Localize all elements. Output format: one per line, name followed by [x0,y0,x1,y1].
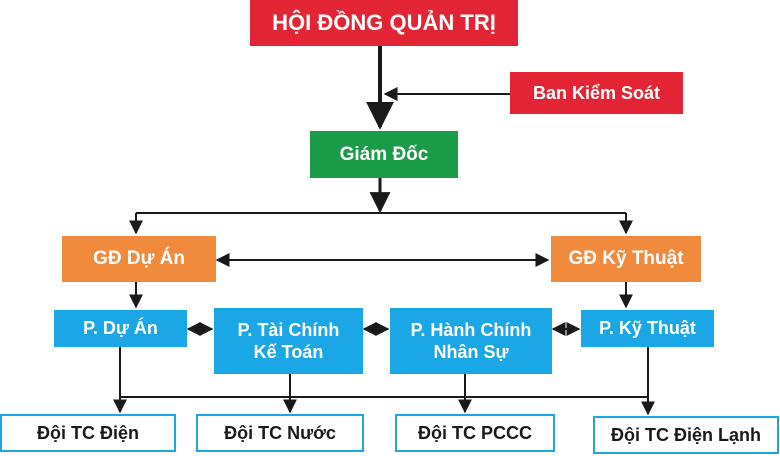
technical-deputy-label: GĐ Kỹ Thuật [568,248,684,270]
finance-accounting-department-box: P. Tài Chính Kế Toán [214,308,363,374]
project-dept-label: P. Dự Án [83,318,158,339]
director-label: Giám Đốc [339,143,429,165]
admin-dept-label-line1: P. Hành Chính [410,319,532,340]
board-of-directors-box: HỘI ĐỒNG QUẢN TRỊ [250,0,518,46]
refrigeration-team-label: Đội TC Điện Lạnh [611,424,761,445]
supervisory-board-box: Ban Kiểm Soát [510,72,683,114]
water-team-label: Đội TC Nước [224,422,336,443]
technical-department-box: P. Kỹ Thuật [581,310,714,347]
fire-team-label: Đội TC PCCC [418,422,532,443]
electric-team-box: Đội TC Điện [0,414,176,452]
project-deputy-director-box: GĐ Dự Án [62,236,216,282]
admin-hr-department-box: P. Hành Chính Nhân Sự [390,308,552,374]
fire-team-box: Đội TC PCCC [395,414,555,452]
technical-dept-label: P. Kỹ Thuật [599,318,696,339]
director-box: Giám Đốc [310,131,458,178]
technical-deputy-director-box: GĐ Kỹ Thuật [551,236,701,282]
project-deputy-label: GĐ Dự Án [93,248,185,270]
refrigeration-team-box: Đội TC Điện Lạnh [593,416,779,454]
finance-dept-label-line2: Kế Toán [253,342,324,362]
supervisory-label: Ban Kiểm Soát [532,82,661,103]
board-label: HỘI ĐỒNG QUẢN TRỊ [272,10,496,36]
project-department-box: P. Dự Án [54,310,187,347]
admin-dept-label-line2: Nhân Sự [433,342,509,362]
electric-team-label: Đội TC Điện [37,422,139,443]
water-team-box: Đội TC Nước [196,414,364,452]
finance-dept-label-line1: P. Tài Chính [237,319,340,340]
